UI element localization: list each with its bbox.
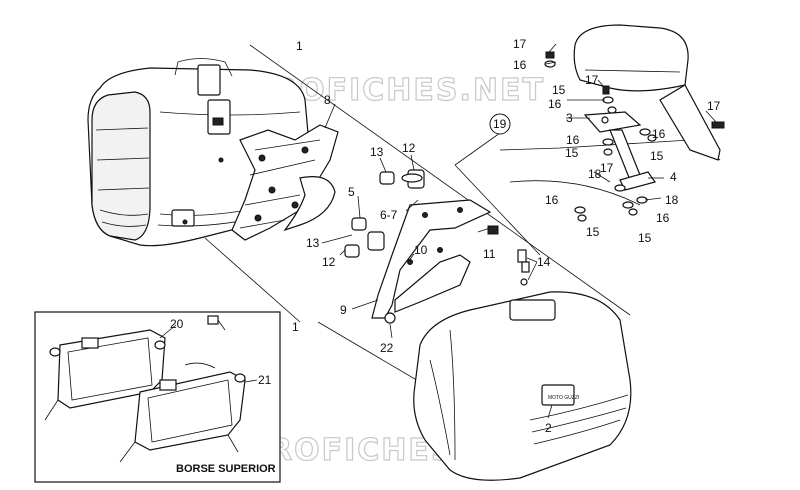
callout-label: 15 [565,146,579,160]
callout-labels: 1 1 2 3 4 5 6-7 8 9 10 11 12 12 13 13 14… [170,37,721,435]
inset-rack-left[interactable] [44,329,166,421]
rubber-mounts[interactable] [344,169,425,258]
callout-label: 5 [348,185,355,199]
callout-label: 22 [380,341,394,355]
callout-label: 16 [656,211,670,225]
callout-label: 9 [340,303,347,317]
callout-label: 8 [324,93,331,107]
callout-label: 13 [370,145,384,159]
inset-title: BORSE SUPERIOR [176,463,276,475]
inset-rack-right[interactable] [119,362,246,463]
callout-label: 10 [414,243,428,257]
callout-label: 13 [306,236,320,250]
callout-label: 1 [292,320,299,334]
mounting-bolt[interactable] [477,225,499,235]
left-frame-bracket[interactable] [231,124,339,241]
callout-label: 16 [652,127,666,141]
callout-label: 21 [258,373,272,387]
inset-lock[interactable] [207,315,226,331]
right-frame-bracket[interactable] [371,199,492,324]
callout-label: 17 [513,37,527,51]
callout-label: 20 [170,317,184,331]
svg-text:MOTO GUZZI: MOTO GUZZI [548,395,579,401]
leader-lines [321,43,717,419]
callout-label: 18 [588,167,602,181]
callout-label: 12 [322,255,336,269]
lock-cylinders[interactable] [517,249,530,286]
fasteners[interactable] [544,51,725,222]
callout-label: 1 [296,39,303,53]
top-support-plate[interactable] [583,111,656,191]
callout-label: 17 [600,161,614,175]
inset-borse-superior: BORSE SUPERIOR [34,311,281,483]
callout-label: 16 [548,97,562,111]
callout-label: 17 [585,73,599,87]
callout-label: 15 [552,83,566,97]
callout-label: 12 [402,141,416,155]
callout-label: 16 [545,193,559,207]
top-backrest[interactable] [573,24,721,161]
right-side-case[interactable]: MOTO GUZZI [413,291,632,481]
callout-19-circle [489,113,511,135]
callout-label: 18 [665,193,679,207]
callout-label: 17 [707,99,721,113]
callout-label: 6-7 [380,208,398,222]
callout-label: 4 [670,170,677,184]
callout-label: 2 [545,421,552,435]
callout-label: 14 [537,255,551,269]
callout-label: 19 [493,117,507,131]
callout-label: 11 [483,247,496,261]
callout-label: 15 [586,225,600,239]
callout-label: 15 [638,231,652,245]
callout-label: 16 [513,58,527,72]
callout-label: 16 [566,133,580,147]
callout-label: 3 [566,111,573,125]
callout-label: 15 [650,149,664,163]
